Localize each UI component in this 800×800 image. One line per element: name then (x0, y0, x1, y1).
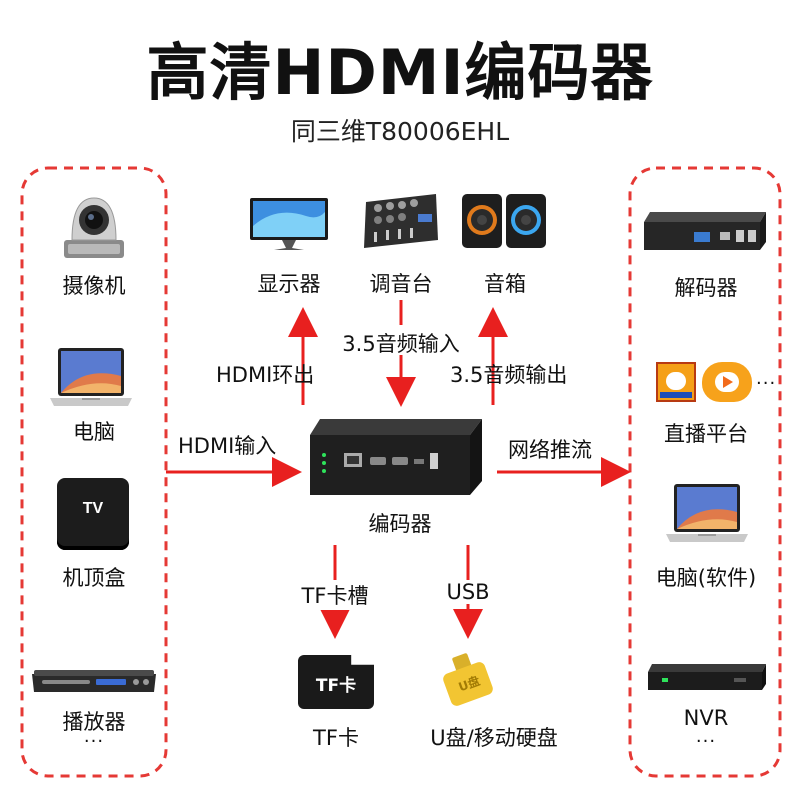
input-more: ... (83, 726, 105, 747)
decoder-device-icon (644, 212, 766, 250)
decoder-label: 解码器 (674, 276, 738, 300)
media-player-icon (32, 670, 156, 692)
douyu-logo-icon (656, 362, 696, 402)
tf-card-label: TF卡 (313, 726, 359, 750)
audio-input-label: 3.5音频输入 (342, 332, 460, 356)
usb-disk-label: U盘/移动硬盘 (430, 726, 558, 750)
tvbox-label: 机顶盒 (62, 566, 126, 590)
laptop-software-label: 电脑(软件) (655, 566, 757, 590)
ptz-camera-icon (64, 197, 124, 258)
live-more: ... (756, 368, 777, 389)
tv-box-logo: TV (82, 500, 104, 517)
camera-label: 摄像机 (62, 274, 126, 298)
encoder-device-icon (310, 419, 482, 495)
encoder-label: 编码器 (368, 512, 432, 536)
hdmi-loop-label: HDMI环出 (216, 363, 315, 387)
mixer-label: 调音台 (369, 272, 433, 296)
laptop-label: 电脑 (73, 420, 115, 444)
output-group-border (628, 166, 782, 778)
huya-logo-icon (702, 362, 752, 402)
usb-label: USB (444, 580, 492, 604)
nvr-device-icon (648, 664, 766, 690)
monitor-label: 显示器 (257, 272, 321, 296)
audio-mixer-icon (364, 194, 438, 248)
input-group-border (20, 166, 168, 778)
audio-output-label: 3.5音频输出 (450, 363, 568, 387)
speaker-label: 音箱 (484, 272, 526, 296)
hdmi-input-label: HDMI输入 (178, 434, 277, 458)
usb-disk-icon: U盘 (440, 652, 496, 708)
output-more: ... (695, 726, 717, 747)
nvr-label: NVR (683, 706, 729, 730)
model-subtitle: 同三维T80006EHL (290, 117, 510, 146)
tf-card-badge: TF卡 (315, 676, 357, 696)
tv-box-icon: TV (57, 478, 129, 550)
laptop-icon (50, 348, 132, 406)
laptop-software-icon (666, 484, 748, 542)
network-push-label: 网络推流 (508, 438, 592, 462)
page-title: 高清HDMI编码器 (146, 36, 654, 109)
player-label: 播放器 (62, 710, 126, 734)
tf-slot-label: TF卡槽 (299, 580, 371, 610)
monitor-icon (250, 198, 328, 250)
live-platform-label: 直播平台 (664, 422, 748, 446)
speakers-icon (462, 194, 546, 248)
